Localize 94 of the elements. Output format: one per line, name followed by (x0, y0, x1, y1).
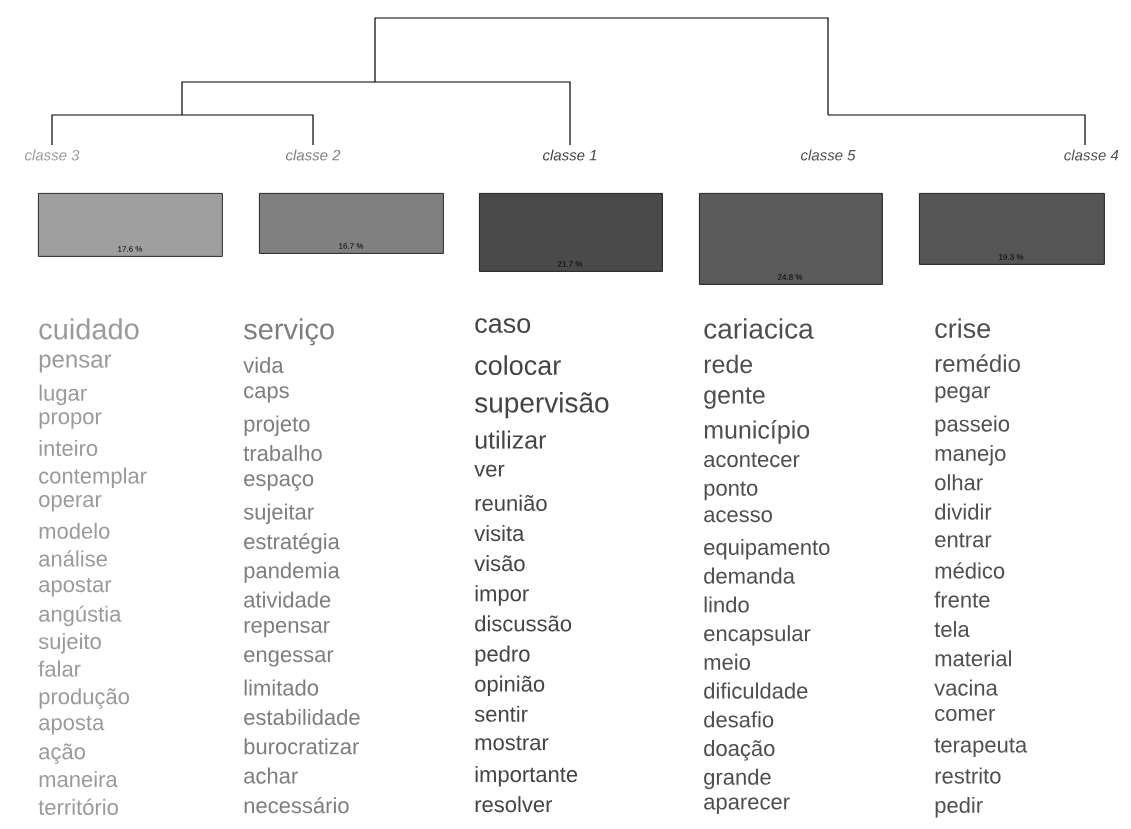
word: município (704, 420, 810, 444)
class-label: classe 3 (24, 149, 80, 161)
word: aparecer (704, 797, 790, 814)
word: remédio (935, 354, 1020, 373)
word: trabalho (243, 444, 322, 462)
word: pedir (935, 796, 983, 818)
class-label: classe 1 (543, 149, 597, 161)
word: demanda (704, 567, 795, 584)
word: ponto (704, 481, 758, 501)
word: comer (935, 708, 995, 721)
word: cuidado (39, 318, 139, 340)
word: terapeuta (934, 738, 1028, 757)
word: burocratizar (244, 738, 359, 755)
word: território (38, 798, 118, 816)
word: serviço (244, 318, 334, 346)
word: falar (38, 660, 81, 677)
word: manejo (935, 444, 1006, 466)
word: impor (475, 585, 529, 606)
word: dividir (935, 503, 992, 520)
word: opinião (475, 675, 545, 697)
word: entrar (935, 532, 992, 548)
word: espaço (244, 474, 314, 491)
word: estabilidade (244, 708, 360, 726)
word: crise (935, 318, 990, 339)
word: acesso (704, 510, 772, 523)
word: limitado (244, 679, 319, 696)
word: tela (934, 620, 970, 638)
word: engessar (244, 650, 334, 667)
word: achar (244, 767, 298, 784)
word: ação (39, 743, 85, 764)
word: vida (243, 356, 284, 374)
word: lugar (39, 384, 87, 406)
word: necessário (244, 796, 349, 814)
word: sujeito (38, 633, 101, 654)
word: desafio (704, 711, 774, 728)
word: sujeitar (243, 503, 314, 524)
word: resolver (475, 796, 553, 813)
word: material (935, 650, 1011, 667)
word: pegar (935, 386, 991, 403)
word: análise (39, 550, 107, 567)
word: vacina (934, 679, 998, 696)
word: gente (704, 387, 765, 409)
word: angústia (39, 605, 122, 627)
word: grande (704, 768, 771, 790)
word: rede (704, 354, 753, 374)
word: lindo (704, 596, 749, 613)
word: caso (475, 318, 531, 333)
word: produção (39, 688, 129, 709)
word: restrito (935, 767, 1001, 784)
word: projeto (244, 415, 310, 436)
word: frente (934, 591, 990, 608)
word: pandemia (244, 562, 340, 583)
percentage-label: 24.8 % (777, 274, 803, 280)
word: repensar (244, 620, 330, 638)
word: supervisão (475, 392, 609, 419)
word: sentir (474, 705, 528, 722)
word: inteiro (39, 439, 98, 457)
percentage-label: 17.6 % (118, 246, 143, 252)
word: cariacica (704, 318, 814, 339)
word: caps (244, 386, 289, 403)
word: visão (474, 555, 525, 572)
word: atividade (244, 591, 331, 608)
class-label: classe 4 (1064, 149, 1119, 161)
word: ver (474, 464, 505, 477)
word: maneira (39, 771, 118, 788)
class-label: classe 2 (286, 149, 341, 161)
word: mostrar (475, 735, 549, 751)
word: olhar (935, 474, 983, 491)
word: contemplar (39, 467, 147, 488)
word: meio (704, 653, 750, 670)
word: doação (704, 740, 775, 761)
word: apostar (39, 577, 112, 597)
percentage-label: 19.3 % (999, 254, 1024, 260)
word: passeio (935, 415, 1010, 436)
word: reunião (475, 494, 547, 511)
word: operar (39, 495, 102, 512)
word: estratégia (244, 532, 340, 554)
word: médico (935, 562, 1005, 579)
word: propor (39, 412, 102, 429)
word: dificuldade (704, 682, 808, 699)
word: pensar (39, 354, 112, 373)
word: discussão (475, 615, 572, 632)
word: importante (475, 766, 578, 787)
word: aposta (39, 715, 105, 735)
word: visita (474, 525, 525, 542)
word: modelo (39, 522, 110, 539)
word: utilizar (475, 430, 546, 449)
word: acontecer (704, 452, 800, 468)
percentage-label: 16.7 % (339, 243, 364, 249)
class-label: classe 5 (801, 149, 856, 161)
word: encapsular (704, 625, 811, 646)
word: equipamento (704, 538, 830, 560)
word: colocar (475, 355, 561, 376)
word: pedro (475, 645, 530, 666)
